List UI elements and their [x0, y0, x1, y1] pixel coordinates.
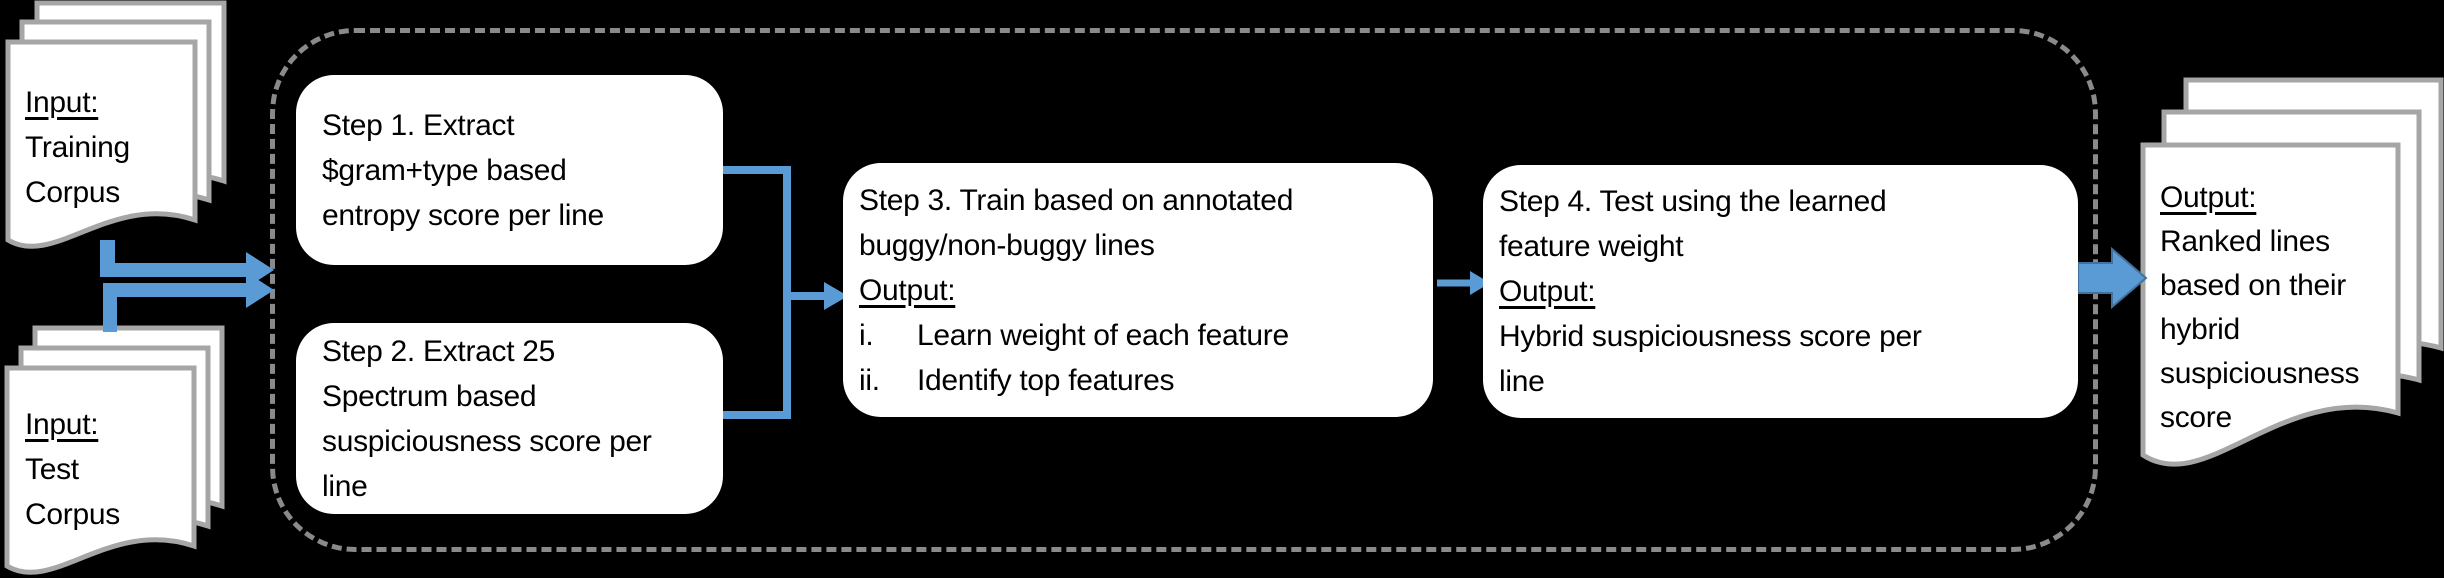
list-marker: i.: [859, 318, 874, 352]
output-heading: Output:: [2160, 181, 2257, 214]
input-line: Test: [25, 453, 79, 486]
input-line: Corpus: [25, 498, 120, 531]
step4-output-heading: Output:: [1499, 275, 1596, 308]
output-line: based on their: [2160, 269, 2346, 302]
step4-result-line: line: [1499, 365, 1545, 398]
document-page-icon: [2140, 142, 2401, 467]
list-marker: ii.: [859, 363, 880, 397]
input-heading: Input:: [25, 86, 99, 119]
step1-box: Step 1. Extract $gram+type based entropy…: [296, 75, 723, 265]
step3-list-item: ii. Identify top features: [859, 358, 1427, 403]
bracket-steps12-merge-icon: [723, 166, 791, 419]
step3-line: Step 3. Train based on annotated: [859, 183, 1294, 217]
step2-box: Step 2. Extract 25 Spectrum based suspic…: [296, 323, 723, 514]
step3-list-item: i. Learn weight of each feature: [859, 313, 1427, 358]
step4-line: Step 4. Test using the learned: [1499, 185, 1887, 218]
output-ranked-label: Output: Ranked lines based on their hybr…: [2160, 176, 2360, 440]
output-line: Ranked lines: [2160, 225, 2330, 258]
test-corpus-stack: [4, 325, 225, 575]
output-line: hybrid: [2160, 313, 2240, 346]
test-corpus-label: Input: Test Corpus: [25, 402, 120, 537]
output-line: suspiciousness: [2160, 357, 2360, 390]
training-corpus-stack: [5, 0, 227, 249]
arrow-test-to-steps-icon: [103, 272, 274, 332]
document-page-icon: [4, 365, 197, 575]
step2-line: line: [322, 469, 368, 503]
step2-line: Step 2. Extract 25: [322, 334, 556, 368]
list-text: Learn weight of each feature: [917, 318, 1289, 352]
step4-line: feature weight: [1499, 230, 1684, 263]
arrow-training-to-steps-icon: [100, 240, 274, 288]
step4-result-line: Hybrid suspiciousness score per: [1499, 320, 1922, 353]
input-line: Training: [25, 131, 130, 164]
step1-line: entropy score per line: [322, 198, 604, 232]
output-ranked-stack: [2140, 77, 2444, 467]
step2-line: Spectrum based: [322, 379, 537, 413]
step3-output-heading: Output:: [859, 273, 956, 307]
output-line: score: [2160, 401, 2232, 434]
step1-line: $gram+type based: [322, 153, 567, 187]
training-corpus-label: Input: Training Corpus: [25, 80, 130, 215]
bracket-arrowhead-icon: [824, 282, 848, 310]
step1-line: Step 1. Extract: [322, 108, 515, 142]
step3-box: Step 3. Train based on annotated buggy/n…: [843, 163, 1433, 417]
arrow-step3-to-step4-head-icon: [1470, 271, 1490, 295]
input-heading: Input:: [25, 408, 99, 441]
arrow-step4-to-output-icon: [2077, 246, 2148, 310]
step2-line: suspiciousness score per: [322, 424, 652, 458]
step4-box: Step 4. Test using the learned feature w…: [1483, 165, 2078, 418]
list-text: Identify top features: [917, 363, 1175, 397]
document-page-icon: [5, 39, 198, 249]
step3-line: buggy/non-buggy lines: [859, 228, 1155, 262]
input-line: Corpus: [25, 176, 120, 209]
